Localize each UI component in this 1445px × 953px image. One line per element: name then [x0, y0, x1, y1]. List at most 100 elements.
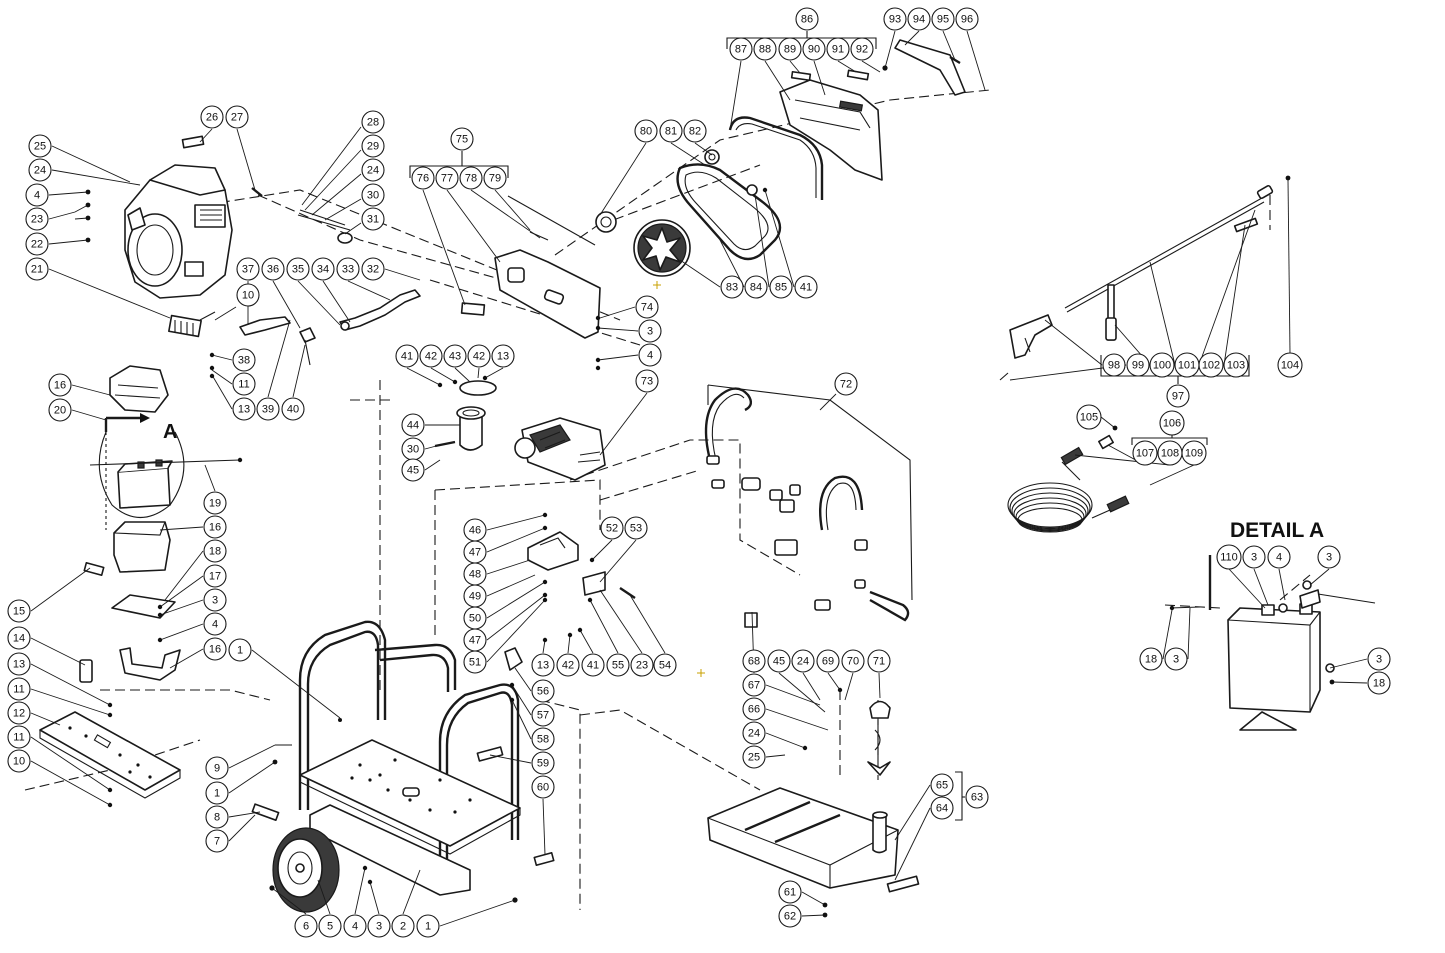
callout-balloon — [203, 564, 227, 588]
callout-balloon — [232, 372, 256, 396]
callout-3: 3 — [1367, 647, 1391, 671]
callout-balloon — [256, 397, 280, 421]
callout-number: 106 — [1163, 418, 1181, 430]
callout-number: 1 — [237, 645, 243, 657]
section-a-label: A — [163, 421, 177, 443]
callout-balloon — [435, 166, 459, 190]
callout-78: 78 — [459, 166, 483, 190]
callout-number: 4 — [1276, 552, 1282, 564]
callout-10: 10 — [236, 283, 260, 307]
callout-24: 24 — [28, 158, 52, 182]
callout-number: 51 — [469, 657, 481, 669]
callout-number: 3 — [212, 595, 218, 607]
callout-number: 72 — [840, 379, 852, 391]
callout-balloon — [205, 781, 229, 805]
callout-80: 80 — [634, 119, 658, 143]
callout-number: 70 — [847, 656, 859, 668]
callout-number: 47 — [469, 635, 481, 647]
callout-44: 44 — [401, 413, 425, 437]
callout-13: 13 — [531, 653, 555, 677]
callout-12: 12 — [7, 701, 31, 725]
callout-102: 102 — [1198, 352, 1224, 378]
callout-34: 34 — [311, 257, 335, 281]
callout-number: 5 — [327, 921, 333, 933]
callout-balloon — [1198, 352, 1224, 378]
callout-balloon — [600, 516, 624, 540]
callout-balloon — [48, 398, 72, 422]
callout-number: 13 — [238, 404, 250, 416]
callout-balloon — [531, 653, 555, 677]
callout-27: 27 — [225, 105, 249, 129]
callout-balloon — [7, 749, 31, 773]
callout-number: 3 — [1376, 654, 1382, 666]
callout-number: 102 — [1202, 360, 1220, 372]
callout-number: 6 — [303, 921, 309, 933]
callout-108: 108 — [1157, 440, 1183, 466]
callout-number: 80 — [640, 126, 652, 138]
callout-31: 31 — [361, 207, 385, 231]
callout-number: 69 — [822, 656, 834, 668]
callout-balloon — [634, 119, 658, 143]
callout-number: 83 — [726, 282, 738, 294]
callout-balloon — [401, 458, 425, 482]
callout-4: 4 — [203, 612, 227, 636]
callout-number: 13 — [497, 351, 509, 363]
callout-number: 2 — [400, 921, 406, 933]
callout-number: 30 — [367, 190, 379, 202]
callout-balloon — [635, 295, 659, 319]
callout-balloon — [930, 796, 954, 820]
callout-balloon — [742, 721, 766, 745]
callout-number: 12 — [13, 708, 25, 720]
callout-number: 4 — [647, 350, 653, 362]
callout-1: 1 — [416, 914, 440, 938]
callout-balloon — [742, 649, 766, 673]
callout-24: 24 — [361, 158, 385, 182]
callout-86: 86 — [795, 7, 819, 31]
callout-4: 4 — [25, 183, 49, 207]
callout-42: 42 — [419, 344, 443, 368]
callout-40: 40 — [281, 397, 305, 421]
callout-number: 78 — [465, 173, 477, 185]
callout-balloon — [1317, 545, 1341, 569]
callout-number: 3 — [1326, 552, 1332, 564]
callout-number: 26 — [206, 112, 218, 124]
callout-number: 30 — [407, 444, 419, 456]
callout-balloon — [1267, 545, 1291, 569]
callout-balloon — [531, 679, 555, 703]
callout-6: 6 — [294, 914, 318, 938]
callout-number: 15 — [13, 606, 25, 618]
callout-56: 56 — [531, 679, 555, 703]
callout-balloon — [361, 207, 385, 231]
callout-32: 32 — [361, 257, 385, 281]
callout-number: 100 — [1153, 360, 1171, 372]
callout-number: 63 — [971, 792, 983, 804]
callout-balloon — [7, 626, 31, 650]
pump-assembly — [514, 417, 606, 481]
callout-83: 83 — [720, 275, 744, 299]
callout-8: 8 — [205, 805, 229, 829]
callout-balloon — [361, 257, 385, 281]
callout-47: 47 — [463, 540, 487, 564]
callout-balloon — [25, 183, 49, 207]
callout-23: 23 — [25, 207, 49, 231]
callout-number: 18 — [1145, 654, 1157, 666]
callout-62: 62 — [778, 904, 802, 928]
callout-110: 110 — [1216, 544, 1242, 570]
callout-balloon — [7, 725, 31, 749]
callout-number: 10 — [242, 290, 254, 302]
callout-balloon — [261, 257, 285, 281]
callout-81: 81 — [659, 119, 683, 143]
callout-number: 16 — [209, 522, 221, 534]
callout-97: 97 — [1166, 384, 1190, 408]
callout-13: 13 — [7, 652, 31, 676]
callout-balloon — [28, 158, 52, 182]
callout-balloon — [311, 257, 335, 281]
callout-85: 85 — [769, 275, 793, 299]
callout-number: 65 — [936, 780, 948, 792]
callout-balloon — [624, 516, 648, 540]
callout-90: 90 — [802, 37, 826, 61]
callout-balloon — [1223, 352, 1249, 378]
callout-balloon — [25, 257, 49, 281]
callout-number: 23 — [31, 214, 43, 226]
callout-number: 108 — [1161, 448, 1179, 460]
